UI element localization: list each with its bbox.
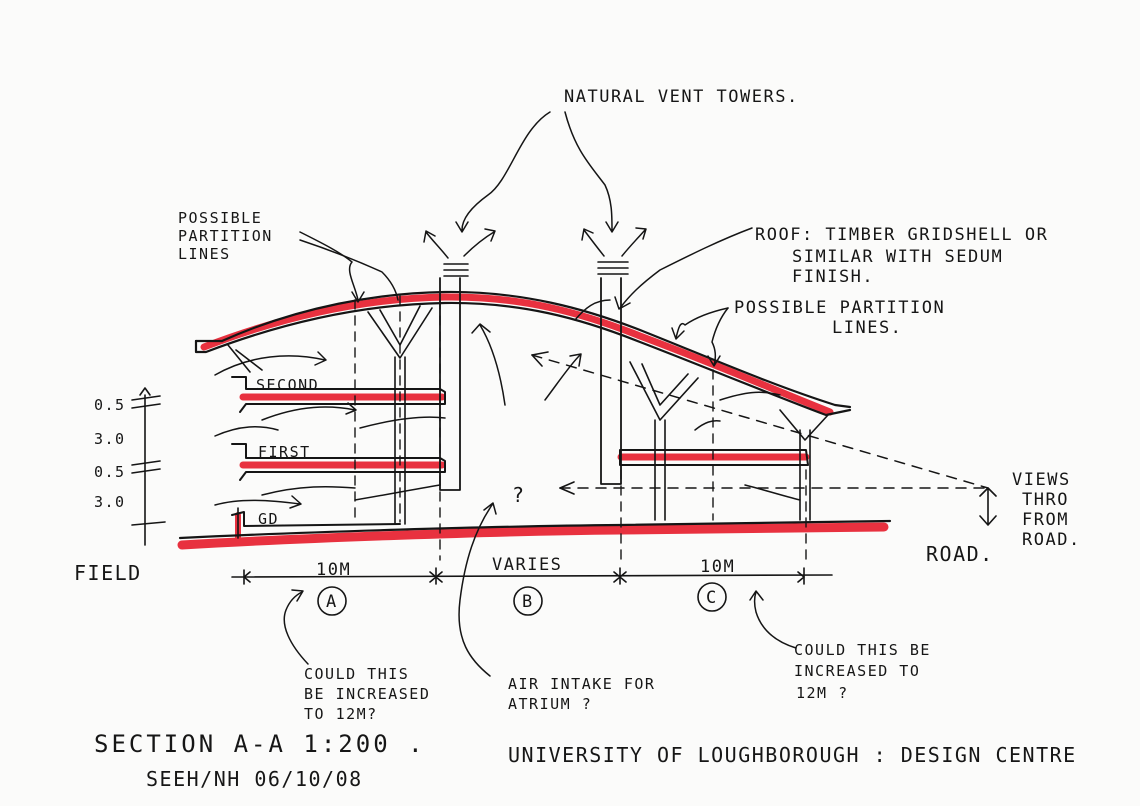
label-partition-left-2: PARTITION <box>178 227 273 245</box>
columns <box>227 305 829 525</box>
note-a-1: COULD THIS <box>304 665 409 683</box>
note-c-2: INCREASED TO <box>794 662 920 680</box>
zone-a-label: A <box>326 592 338 612</box>
zone-b-label: B <box>522 592 534 612</box>
label-roof-1: ROOF: TIMBER GRIDSHELL OR <box>755 225 1048 245</box>
note-b-2: ATRIUM ? <box>508 695 592 713</box>
level-dimensions <box>131 387 166 546</box>
label-road: ROAD. <box>926 542 994 566</box>
question-mark: ? <box>512 483 526 507</box>
dim-3-0-lower: 3.0 <box>94 493 126 511</box>
leader-lines <box>283 111 797 677</box>
dim-3-0-upper: 3.0 <box>94 430 126 448</box>
label-vent-towers: NATURAL VENT TOWERS. <box>564 87 799 107</box>
label-field: FIELD <box>74 561 142 585</box>
span-b-label: VARIES <box>492 555 562 575</box>
note-c-1: COULD THIS BE <box>794 641 931 659</box>
roof-red <box>200 293 834 416</box>
span-c-label: 10M <box>700 557 735 577</box>
label-roof-2: SIMILAR WITH SEDUM <box>792 247 1003 267</box>
vent-outflow-arrows <box>423 227 647 259</box>
span-a-label: 10M <box>316 560 351 580</box>
label-first: FIRST <box>258 443 311 461</box>
label-views-4: ROAD. <box>1022 530 1081 550</box>
partition-lines <box>354 295 807 561</box>
note-c-3: 12M ? <box>796 684 849 702</box>
project-title: UNIVERSITY OF LOUGHBOROUGH : DESIGN CENT… <box>508 743 1077 767</box>
dim-0-5-top: 0.5 <box>94 396 126 414</box>
note-a-2: BE INCREASED <box>304 685 430 703</box>
label-partition-left-3: LINES <box>178 245 231 263</box>
label-second: SECOND <box>256 376 319 394</box>
note-b-1: AIR INTAKE FOR <box>508 675 655 693</box>
annotations: NATURAL VENT TOWERS. POSSIBLE PARTITION … <box>74 87 1081 791</box>
roof-outline <box>194 290 852 417</box>
airflow-arrows <box>214 299 801 509</box>
note-a-3: TO 12M? <box>304 705 378 723</box>
zone-markers <box>317 582 727 616</box>
label-views-3: FROM <box>1022 510 1069 530</box>
dim-0-5-mid: 0.5 <box>94 463 126 481</box>
section-subtitle: SEEH/NH 06/10/08 <box>146 767 363 791</box>
label-partition-left-1: POSSIBLE <box>178 209 262 227</box>
label-views-2: THRO <box>1022 490 1069 510</box>
label-roof-3: FINISH. <box>792 267 874 287</box>
span-dimensions <box>231 567 833 585</box>
label-partition-right-1: POSSIBLE PARTITION <box>734 298 945 318</box>
view-lines <box>531 351 997 526</box>
label-gd: GD <box>258 510 279 528</box>
section-title: SECTION A-A 1:200 . <box>94 730 426 758</box>
label-partition-right-2: LINES. <box>832 318 902 338</box>
label-views-1: VIEWS <box>1012 470 1071 490</box>
zone-c-label: C <box>706 588 718 608</box>
